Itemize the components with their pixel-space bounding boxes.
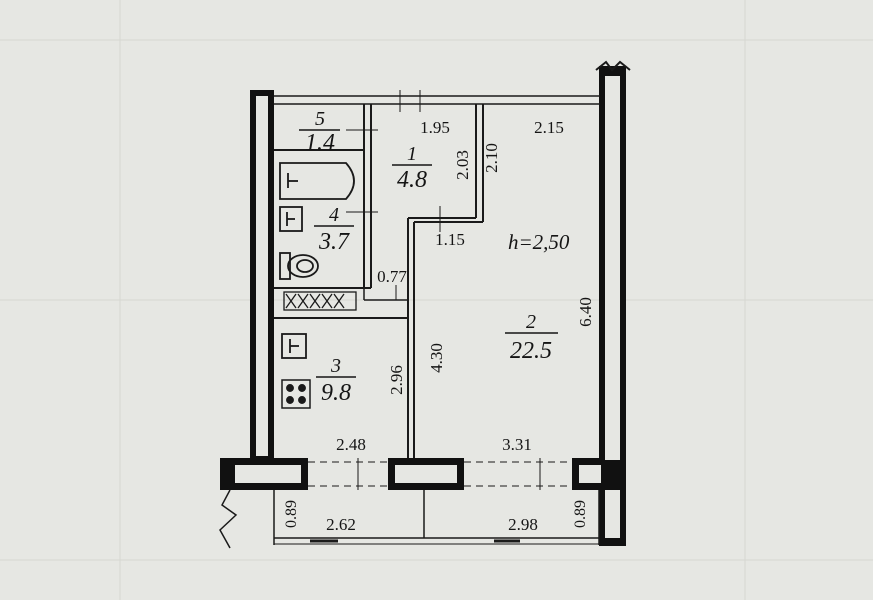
dim-1-95: 1.95	[420, 118, 450, 137]
dim-1-15: 1.15	[435, 230, 465, 249]
ceiling-height: h=2,50	[508, 230, 570, 254]
bathtub-icon	[279, 162, 355, 200]
room-5-area: 1.4	[305, 130, 335, 156]
radiator-icon	[283, 291, 357, 311]
interior-walls	[274, 90, 600, 458]
dim-2-48: 2.48	[336, 435, 366, 454]
dim-0-89-left: 0.89	[283, 500, 300, 528]
room-label-2: 2 22.5	[505, 311, 558, 364]
toilet-icon	[279, 252, 319, 280]
room-label-3: 3 9.8	[316, 355, 356, 406]
dim-0-89-right: 0.89	[572, 500, 589, 528]
room-label-1: 1 4.8	[392, 143, 432, 193]
dim-3-31: 3.31	[502, 435, 532, 454]
dim-2-03: 2.03	[453, 150, 472, 180]
room-1-number: 1	[407, 143, 417, 165]
dim-6-40: 6.40	[576, 297, 595, 327]
sink-icon	[279, 206, 303, 232]
dim-2-96: 2.96	[387, 365, 406, 395]
kitchen-sink-icon	[281, 333, 307, 359]
room-4-number: 4	[329, 204, 339, 226]
loggia	[273, 458, 600, 545]
dim-0-77: 0.77	[377, 267, 407, 286]
room-2-number: 2	[526, 311, 536, 333]
room-label-4: 4 3.7	[314, 204, 354, 255]
dim-2-62: 2.62	[326, 515, 356, 534]
room-1-area: 4.8	[397, 167, 427, 193]
dim-4-30: 4.30	[427, 343, 446, 373]
dim-2-15: 2.15	[534, 118, 564, 137]
room-5-number: 5	[315, 108, 325, 130]
exterior-walls	[219, 60, 631, 549]
room-3-area: 9.8	[321, 380, 351, 406]
room-2-area: 22.5	[510, 338, 552, 364]
room-3-number: 3	[330, 355, 341, 377]
dimensions: 1.95 2.15 2.03 2.10 1.15 0.77 6.40 4.30 …	[283, 118, 595, 534]
dim-2-10: 2.10	[482, 143, 501, 173]
room-4-area: 3.7	[318, 229, 350, 255]
dim-2-98: 2.98	[508, 515, 538, 534]
stove-icon	[281, 379, 311, 409]
room-label-5: 5 1.4	[299, 108, 340, 156]
